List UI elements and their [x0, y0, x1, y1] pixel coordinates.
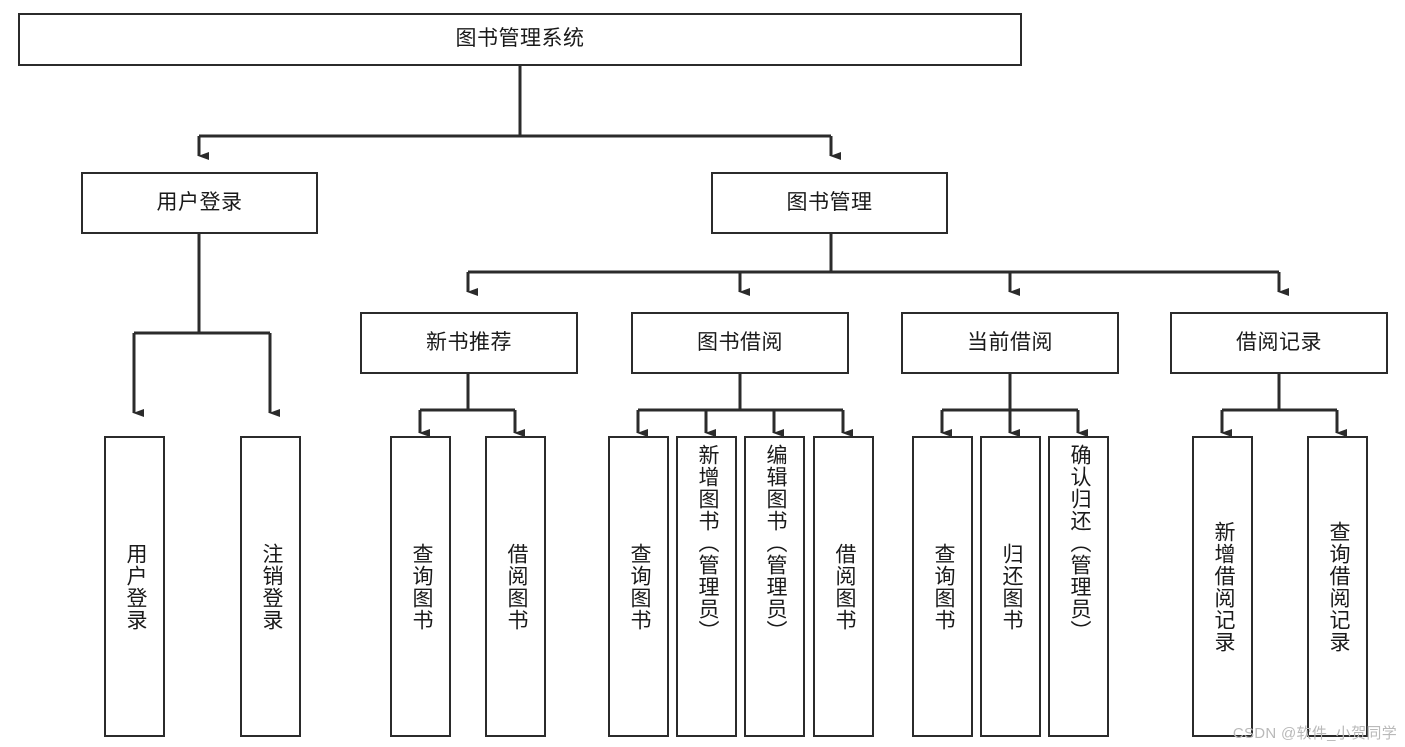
node-root[interactable]: 图书管理系统 — [18, 13, 1022, 66]
node-book-manage[interactable]: 图书管理 — [711, 172, 948, 234]
leaf-book-borrow-2[interactable]: 新增图书（管理员） — [676, 436, 737, 737]
leaf-new-book-2[interactable]: 借阅图书 — [485, 436, 546, 737]
watermark-text: CSDN @软件_小贺同学 — [1232, 725, 1397, 742]
leaf-user-login-1-label: 用户登录 — [123, 542, 147, 631]
node-borrow-record-label: 借阅记录 — [1236, 330, 1322, 354]
leaf-current-borrow-2-label: 归还图书 — [999, 542, 1023, 631]
leaf-book-borrow-3-label: 编辑图书（管理员） — [763, 444, 787, 642]
node-book-borrow-label: 图书借阅 — [697, 330, 783, 354]
node-book-manage-label: 图书管理 — [786, 190, 873, 214]
node-user-login[interactable]: 用户登录 — [81, 172, 318, 234]
leaf-borrow-record-2[interactable]: 查询借阅记录 — [1307, 436, 1368, 737]
leaf-current-borrow-1[interactable]: 查询图书 — [912, 436, 973, 737]
leaf-book-borrow-2-label: 新增图书（管理员） — [695, 444, 719, 642]
leaf-current-borrow-2[interactable]: 归还图书 — [980, 436, 1041, 737]
leaf-borrow-record-2-label: 查询借阅记录 — [1326, 520, 1350, 653]
node-borrow-record[interactable]: 借阅记录 — [1170, 312, 1388, 374]
leaf-current-borrow-3[interactable]: 确认归还（管理员） — [1048, 436, 1109, 737]
node-new-book-recommend-label: 新书推荐 — [426, 330, 512, 354]
node-user-login-label: 用户登录 — [156, 190, 243, 214]
leaf-book-borrow-1-label: 查询图书 — [627, 542, 651, 631]
leaf-book-borrow-1[interactable]: 查询图书 — [608, 436, 669, 737]
node-new-book-recommend[interactable]: 新书推荐 — [360, 312, 578, 374]
leaf-new-book-1-label: 查询图书 — [409, 542, 433, 631]
leaf-user-login-2-label: 注销登录 — [259, 542, 283, 631]
node-root-label: 图书管理系统 — [455, 27, 585, 51]
node-current-borrow-label: 当前借阅 — [967, 330, 1053, 354]
node-current-borrow[interactable]: 当前借阅 — [901, 312, 1119, 374]
leaf-user-login-1[interactable]: 用户登录 — [104, 436, 165, 737]
leaf-new-book-1[interactable]: 查询图书 — [390, 436, 451, 737]
leaf-book-borrow-3[interactable]: 编辑图书（管理员） — [744, 436, 805, 737]
leaf-borrow-record-1[interactable]: 新增借阅记录 — [1192, 436, 1253, 737]
leaf-new-book-2-label: 借阅图书 — [504, 542, 528, 631]
leaf-user-login-2[interactable]: 注销登录 — [240, 436, 301, 737]
leaf-book-borrow-4[interactable]: 借阅图书 — [813, 436, 874, 737]
leaf-current-borrow-3-label: 确认归还（管理员） — [1067, 444, 1091, 642]
node-book-borrow[interactable]: 图书借阅 — [631, 312, 849, 374]
leaf-current-borrow-1-label: 查询图书 — [931, 542, 955, 631]
leaf-borrow-record-1-label: 新增借阅记录 — [1211, 520, 1235, 653]
leaf-book-borrow-4-label: 借阅图书 — [832, 542, 856, 631]
